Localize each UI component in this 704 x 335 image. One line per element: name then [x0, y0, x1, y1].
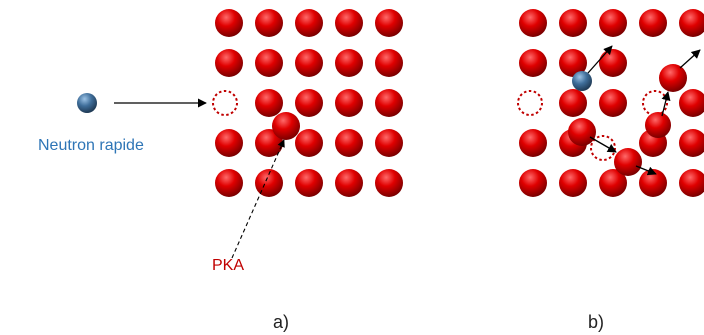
lattice-a: [215, 9, 403, 197]
lattice-a-atom-r1-c3: [335, 49, 363, 77]
lattice-b-atom-r4-c4: [679, 169, 704, 197]
lattice-a-atom-r3-c3: [335, 129, 363, 157]
lattice-a-atom-r3-c0: [215, 129, 243, 157]
lattice-b-atom-r4-c1: [559, 169, 587, 197]
lattice-b-atom-r0-c1: [559, 9, 587, 37]
neutron-b: [572, 71, 592, 91]
lattice-a-atom-r2-c3: [335, 89, 363, 117]
lattice-b-atom-r0-c2: [599, 9, 627, 37]
lattice-b-atom-r0-c4: [679, 9, 704, 37]
lattice-a-atom-r2-c2: [295, 89, 323, 117]
pka-label: PKA: [212, 257, 245, 274]
lattice-a-atom-r4-c4: [375, 169, 403, 197]
lattice-b-atom-r2-c4: [679, 89, 704, 117]
lattice-a-atom-r4-c2: [295, 169, 323, 197]
pka-atom: [272, 112, 300, 140]
lattice-a-atom-r1-c4: [375, 49, 403, 77]
panel-a-label: a): [273, 312, 290, 332]
lattice-a-atom-r0-c2: [295, 9, 323, 37]
cascade-arrow-2: [589, 136, 617, 153]
lattice-a-atom-r2-c4: [375, 89, 403, 117]
lattice-b-atom-r1-c0: [519, 49, 547, 77]
lattice-a-atom-r0-c1: [255, 9, 283, 37]
lattice-a-atom-r4-c1: [255, 169, 283, 197]
lattice-a-atom-r4-c3: [335, 169, 363, 197]
vacancy-b-1: [517, 90, 543, 116]
lattice-a-atom-r4-c0: [215, 169, 243, 197]
lattice-b-atom-r1-c2: [599, 49, 627, 77]
lattice-b-atom-r2-c1: [559, 89, 587, 117]
displaced-atom-1: [568, 118, 596, 146]
lattice-b: [519, 9, 704, 197]
lattice-a-atom-r1-c2: [295, 49, 323, 77]
lattice-b-atom-r3-c4: [679, 129, 704, 157]
lattice-a-atom-r3-c1: [255, 129, 283, 157]
lattice-a-atom-r0-c3: [335, 9, 363, 37]
lattice-a-atom-r1-c1: [255, 49, 283, 77]
lattice-b-atom-r3-c0: [519, 129, 547, 157]
displaced-atom-3: [645, 112, 671, 138]
lattice-a-atom-r1-c0: [215, 49, 243, 77]
displaced-atom-2: [614, 148, 642, 176]
lattice-b-atom-r0-c0: [519, 9, 547, 37]
lattice-b-atom-r4-c3: [639, 169, 667, 197]
lattice-b-atom-r1-c1: [559, 49, 587, 77]
lattice-b-atom-r0-c3: [639, 9, 667, 37]
cascade-arrow-4: [661, 91, 671, 117]
lattice-a-atom-r3-c4: [375, 129, 403, 157]
displaced-atom-4: [659, 64, 687, 92]
lattice-b-atom-r4-c0: [519, 169, 547, 197]
lattice-a-atom-r3-c2: [295, 129, 323, 157]
pka-pointer-arrow: [231, 139, 285, 259]
panel-b-label: b): [588, 312, 605, 332]
lattice-b-atom-r2-c2: [599, 89, 627, 117]
neutron-label: Neutron rapide: [38, 137, 144, 154]
lattice-a-atom-r0-c4: [375, 9, 403, 37]
cascade-arrow-1: [587, 45, 613, 74]
vacancy-b-3: [642, 90, 668, 116]
vacancy-a: [212, 90, 238, 116]
neutron-a: [77, 93, 97, 113]
lattice-b-atom-r4-c2: [599, 169, 627, 197]
lattice-a-atom-r2-c1: [255, 89, 283, 117]
lattice-a-atom-r0-c0: [215, 9, 243, 37]
cascade-arrow-3: [635, 165, 657, 176]
cascade-arrow-5: [679, 49, 701, 69]
